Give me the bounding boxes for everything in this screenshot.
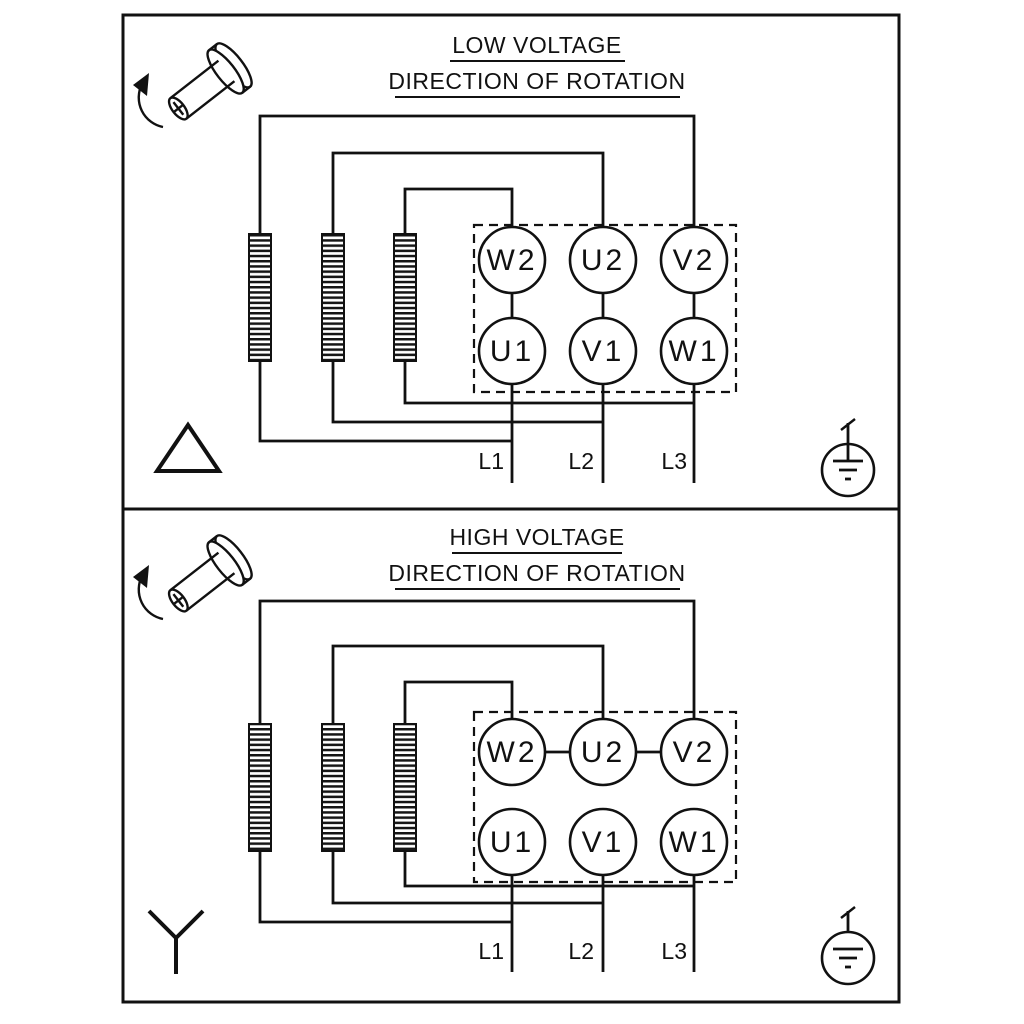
supply-label-L1: L1 bbox=[478, 448, 504, 474]
shaft-body-top bbox=[169, 551, 220, 592]
terminal-V2 bbox=[659, 717, 729, 787]
coil2-return-wire bbox=[331, 851, 603, 905]
terminal-W1 bbox=[659, 807, 729, 877]
high-voltage-panel: HIGH VOLTAGE DIRECTION OF ROTATION bbox=[121, 507, 901, 1004]
bus-wire-middle bbox=[331, 151, 605, 234]
supply-label-L2: L2 bbox=[568, 938, 594, 964]
shaft-body-top bbox=[169, 59, 220, 100]
bus-wire-outer bbox=[258, 599, 696, 724]
panel-title: HIGH VOLTAGE bbox=[449, 524, 624, 550]
bus-wire-inner bbox=[403, 187, 514, 234]
shaft-body-bottom bbox=[185, 572, 236, 612]
wye-symbol bbox=[147, 909, 205, 974]
terminal-W2 bbox=[477, 225, 547, 295]
earth-ground-icon bbox=[820, 418, 876, 498]
terminal-label-U2: U2 bbox=[581, 736, 625, 769]
ground-lead-tick bbox=[840, 418, 856, 431]
terminal-label-V2: V2 bbox=[673, 244, 716, 277]
earth-ground-icon bbox=[820, 906, 876, 986]
stator-coil-1 bbox=[248, 233, 272, 362]
terminal-U1 bbox=[477, 316, 547, 386]
bus-wire-outer bbox=[258, 114, 696, 234]
supply-label-L1: L1 bbox=[478, 938, 504, 964]
terminal-label-W1: W1 bbox=[669, 335, 720, 368]
stator-coil-2 bbox=[321, 233, 345, 362]
shaft-flange-front bbox=[206, 540, 245, 587]
terminal-board-outline bbox=[472, 710, 738, 884]
coil3-return-wire bbox=[403, 361, 694, 405]
shaft-face-cross-2 bbox=[173, 596, 184, 605]
delta-symbol bbox=[153, 421, 223, 473]
rotation-direction-icon bbox=[133, 42, 253, 129]
panel-title: LOW VOLTAGE bbox=[452, 32, 622, 58]
terminal-U2 bbox=[568, 717, 638, 787]
shaft-face-cross-2 bbox=[173, 104, 184, 113]
coil3-return-wire bbox=[403, 851, 694, 888]
terminal-label-V2: V2 bbox=[673, 736, 716, 769]
stator-coil-3 bbox=[393, 233, 417, 362]
coil1-return-wire bbox=[258, 851, 512, 924]
shaft-flange-front bbox=[206, 48, 245, 95]
terminal-W2 bbox=[477, 717, 547, 787]
supply-label-L3: L3 bbox=[661, 448, 687, 474]
stator-coil-2 bbox=[321, 723, 345, 852]
terminal-V2 bbox=[659, 225, 729, 295]
shaft-body-bottom bbox=[185, 80, 236, 120]
panel-subtitle: DIRECTION OF ROTATION bbox=[388, 68, 685, 94]
terminal-W1 bbox=[659, 316, 729, 386]
panel-subtitle: DIRECTION OF ROTATION bbox=[388, 560, 685, 586]
stator-coil-1 bbox=[248, 723, 272, 852]
terminal-U2 bbox=[568, 225, 638, 295]
supply-label-L3: L3 bbox=[661, 938, 687, 964]
terminal-label-V1: V1 bbox=[582, 335, 625, 368]
terminal-label-W2: W2 bbox=[487, 244, 538, 277]
bus-wire-inner bbox=[403, 680, 514, 724]
panel-border bbox=[121, 507, 901, 1004]
terminal-label-U2: U2 bbox=[581, 244, 625, 277]
low-voltage-panel: LOW VOLTAGE DIRECTION OF ROTATION bbox=[121, 13, 901, 511]
terminal-label-U1: U1 bbox=[490, 335, 534, 368]
terminal-label-U1: U1 bbox=[490, 826, 534, 859]
terminal-U1 bbox=[477, 807, 547, 877]
terminal-V1 bbox=[568, 316, 638, 386]
terminal-label-W1: W1 bbox=[669, 826, 720, 859]
rotation-direction-icon bbox=[133, 534, 253, 621]
stator-coil-3 bbox=[393, 723, 417, 852]
terminal-label-W2: W2 bbox=[487, 736, 538, 769]
supply-label-L2: L2 bbox=[568, 448, 594, 474]
rotation-arrow-head bbox=[133, 565, 149, 588]
bus-wire-middle bbox=[331, 644, 605, 724]
coil1-return-wire bbox=[258, 361, 512, 443]
rotation-arrow-head bbox=[133, 73, 149, 96]
ground-lead-tick bbox=[840, 906, 856, 919]
terminal-board-outline bbox=[472, 223, 738, 394]
terminal-V1 bbox=[568, 807, 638, 877]
terminal-label-V1: V1 bbox=[582, 826, 625, 859]
